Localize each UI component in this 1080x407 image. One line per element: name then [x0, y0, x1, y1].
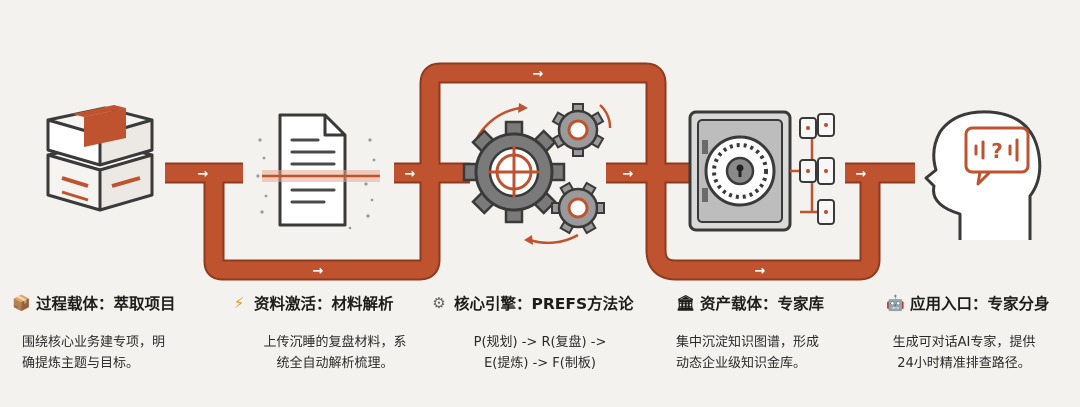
- step-extract-project: 📦 过程载体：萃取项目 围绕核心业务建专项，明 确提炼主题与目标。: [12, 292, 222, 374]
- pipe-arrow: →: [533, 67, 544, 82]
- svg-text:?: ?: [991, 139, 1003, 163]
- bank-icon: 🏛: [676, 294, 696, 312]
- pipe-arrow: →: [405, 167, 416, 182]
- step-title-text: 资产载体：专家库: [700, 295, 825, 313]
- step-core-engine: ⚙ 核心引擎：PREFS方法论 P(规划) -> R(复盘) -> E(提炼) …: [430, 292, 650, 374]
- head-speech-icon: ?: [924, 110, 1042, 240]
- step-title-text: 核心引擎：PREFS方法论: [454, 295, 634, 313]
- pipe-arrow: →: [856, 167, 867, 182]
- box-stack-icon: [46, 105, 154, 212]
- lightning-icon: ⚡: [233, 294, 245, 312]
- vault-database-icon: [688, 110, 835, 232]
- step-description: 集中沉淀知识图谱，形成 动态企业级知识金库。: [676, 335, 820, 371]
- step-title-text: 过程载体：萃取项目: [36, 295, 176, 313]
- pipe-network: [165, 62, 915, 281]
- pipe-arrows: → → → → → → →: [198, 67, 867, 279]
- step-title: 📦 过程载体：萃取项目: [12, 292, 222, 314]
- pipe-arrow: →: [198, 167, 209, 182]
- step-description: 生成可对话AI专家，提供 24小时精准排查路径。: [892, 335, 1036, 371]
- step-title-text: 应用入口：专家分身: [910, 295, 1050, 313]
- gears-icon: [462, 103, 612, 245]
- step-expert-avatar: 🤖 应用入口：专家分身 生成可对话AI专家，提供 24小时精准排查路径。: [864, 292, 1064, 374]
- pipe-arrow: →: [755, 264, 766, 279]
- document-scan-icon: [256, 113, 380, 230]
- package-icon: 📦: [12, 294, 31, 312]
- step-material-parse: ⚡ 资料激活：材料解析 上传沉睡的复盘材料，系 统全自动解析梳理。: [230, 292, 440, 374]
- step-title: 🤖 应用入口：专家分身: [864, 292, 1064, 314]
- gear-icon: ⚙: [432, 294, 446, 312]
- step-description: 围绕核心业务建专项，明 确提炼主题与目标。: [22, 335, 166, 371]
- step-expert-library: 🏛 资产载体：专家库 集中沉淀知识图谱，形成 动态企业级知识金库。: [676, 292, 886, 374]
- step-title: 🏛 资产载体：专家库: [676, 292, 886, 314]
- step-description: 上传沉睡的复盘材料，系 统全自动解析梳理。: [263, 335, 407, 371]
- step-title-text: 资料激活：材料解析: [254, 295, 394, 313]
- step-description: P(规划) -> R(复盘) -> E(提炼) -> F(制板): [473, 335, 607, 371]
- step-title: ⚙ 核心引擎：PREFS方法论: [430, 292, 650, 314]
- pipe-arrow: →: [623, 167, 634, 182]
- robot-icon: 🤖: [886, 294, 905, 312]
- step-title: ⚡ 资料激活：材料解析: [230, 292, 440, 314]
- pipe-arrow: →: [313, 264, 324, 279]
